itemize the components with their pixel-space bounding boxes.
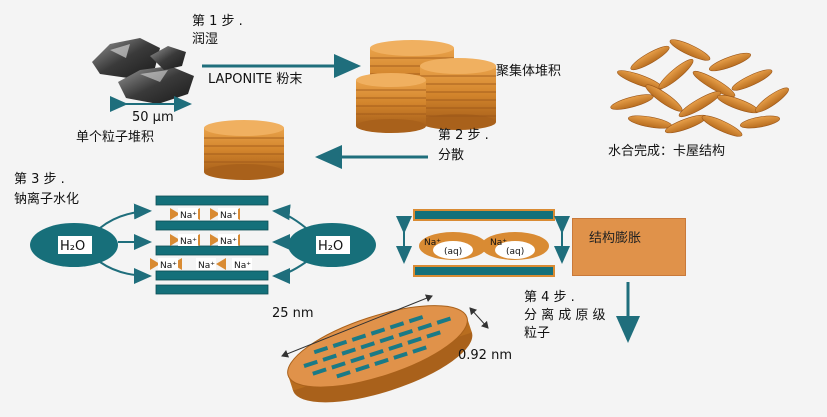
scale-label: 50 µm (132, 110, 174, 125)
aggregate-stacks (356, 40, 496, 133)
svg-text:Na⁺: Na⁺ (220, 211, 237, 221)
step3-sub-label: 钠离子水化 (14, 192, 80, 207)
svg-text:Na⁺: Na⁺ (180, 211, 197, 221)
h2o-right-label: H₂O (318, 239, 343, 254)
step1-label: 第 1 步 . (192, 14, 243, 29)
svg-text:Na⁺: Na⁺ (180, 237, 197, 247)
single-stack-label: 单个粒子堆积 (76, 130, 155, 145)
single-particle-stack (204, 120, 284, 180)
swelling-label: 结构膨胀 (589, 231, 642, 246)
step2-label: 第 2 步 . (438, 128, 489, 143)
powder-particles (92, 38, 194, 104)
step4-sub-label: 分 离 成 原 级 (524, 308, 606, 323)
svg-text:Na⁺: Na⁺ (234, 261, 251, 271)
svg-text:(aq): (aq) (444, 247, 462, 257)
h2o-arrows (99, 203, 307, 284)
size-25nm-label: 25 nm (272, 306, 314, 321)
dim-arrow-25nm (281, 294, 433, 358)
house-of-cards-flakes (610, 39, 789, 137)
svg-text:Na⁺: Na⁺ (424, 238, 441, 248)
aggregate-label: 聚集体堆积 (496, 64, 562, 79)
step3-label: 第 3 步 . (14, 172, 65, 187)
hydration-layers (150, 195, 269, 295)
svg-text:Na⁺: Na⁺ (160, 261, 177, 271)
step1-sub-label: 润湿 (192, 32, 219, 47)
swelling-layers (413, 209, 555, 277)
powder-label: LAPONITE 粉末 (208, 72, 303, 87)
svg-text:Na⁺: Na⁺ (490, 238, 507, 248)
svg-text:(aq): (aq) (506, 247, 524, 257)
h2o-left-label: H₂O (60, 239, 85, 254)
size-092nm-label: 0.92 nm (458, 348, 512, 363)
step4-label: 第 4 步 . (524, 290, 575, 305)
hydration-label: 水合完成：卡屋结构 (608, 144, 726, 159)
na-labels-step3: Na⁺ Na⁺ Na⁺ Na⁺ Na⁺ Na⁺ Na⁺ (158, 208, 252, 271)
na-aq-labels: Na⁺ (aq) Na⁺ (aq) (424, 238, 524, 257)
step4-sub-label-2: 粒子 (524, 326, 551, 341)
svg-text:Na⁺: Na⁺ (198, 261, 215, 271)
svg-text:Na⁺: Na⁺ (220, 237, 237, 247)
swelling-box: 结构膨胀 (572, 218, 686, 276)
dim-arrow-092nm (469, 307, 489, 329)
step2-sub-label: 分散 (438, 148, 465, 163)
